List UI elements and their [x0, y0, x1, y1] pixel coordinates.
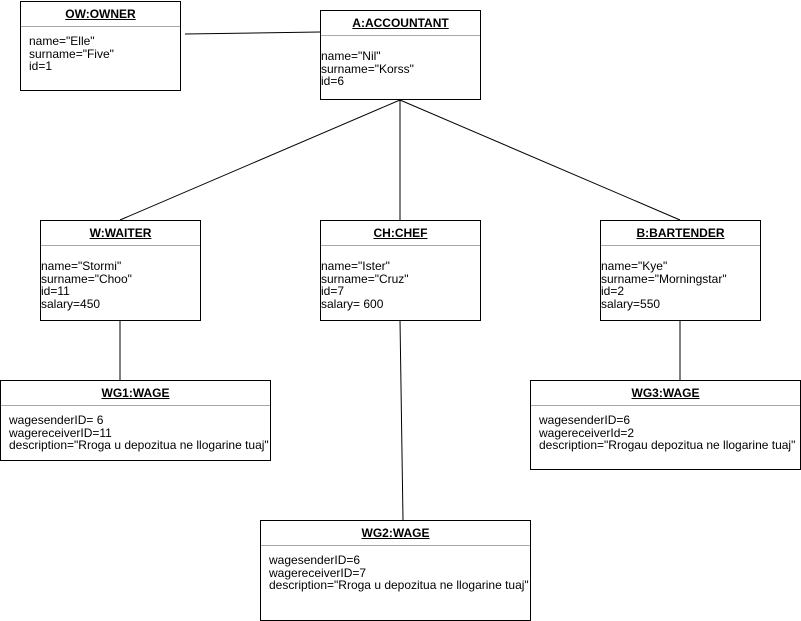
object-title: OW:OWNER [21, 2, 180, 27]
object-title: CH:CHEF [321, 221, 480, 246]
link-owner-accountant [184, 31, 321, 35]
attribute-line: surname="Morningstar" [601, 271, 727, 286]
attribute-line: name="Nil" [321, 49, 381, 63]
object-title: A:ACCOUNTANT [321, 11, 480, 36]
object-title: WG3:WAGE [531, 381, 800, 406]
attribute-line: wagesenderID=6 [539, 413, 631, 427]
link-accountant-bartender [399, 99, 681, 221]
attribute-line: wagereceiverID=11 [9, 425, 112, 440]
attribute-line: description="Rroga u depozitua ne llogar… [9, 438, 269, 452]
link-chef-wage2 [399, 319, 404, 521]
link-accountant-waiter [119, 99, 401, 221]
attribute-line: description="Rrogau depozitua ne llogari… [539, 438, 796, 452]
object-title: B:BARTENDER [601, 221, 760, 246]
attribute-line: id=2 [601, 284, 625, 298]
accountant-object[interactable]: A:ACCOUNTANT name="Nil"surname="Korss"id… [320, 10, 481, 100]
attribute-line: wagesenderID= 6 [9, 413, 104, 427]
attribute-line: surname="Cruz" [321, 271, 409, 286]
attribute-line: id=7 [321, 284, 345, 298]
attribute-list: name="Elle"surname="Five"id=1 [21, 27, 180, 73]
attribute-line: id=1 [29, 59, 53, 73]
bartender-object[interactable]: B:BARTENDER name="Kye"surname="Morningst… [600, 220, 761, 321]
object-title: WG1:WAGE [1, 381, 270, 406]
attribute-line: surname="Korss" [321, 61, 414, 76]
attribute-line: surname="Five" [29, 46, 114, 61]
owner-object[interactable]: OW:OWNER name="Elle"surname="Five"id=1 [20, 1, 181, 91]
attribute-line: salary=550 [601, 296, 661, 311]
attribute-line: surname="Choo" [41, 271, 132, 286]
object-title: W:WAITER [41, 221, 200, 246]
attribute-line: name="Stormi" [41, 259, 122, 273]
attribute-line: name="Ister" [321, 259, 390, 273]
waiter-object[interactable]: W:WAITER name="Stormi"surname="Choo"id=1… [40, 220, 201, 321]
attribute-list: name="Nil"surname="Korss"id=6 [321, 36, 480, 88]
object-title: WG2:WAGE [261, 521, 530, 546]
attribute-line: salary= 600 [321, 296, 384, 311]
attribute-line: salary=450 [41, 296, 101, 311]
attribute-line: id=11 [41, 284, 70, 298]
attribute-line: wagereceiverID=7 [269, 565, 367, 580]
attribute-line: name="Kye" [601, 259, 668, 273]
attribute-line: description="Rroga u depozitua ne llogar… [269, 578, 529, 592]
attribute-line: name="Elle" [29, 34, 95, 48]
attribute-line: id=6 [321, 74, 345, 88]
attribute-line: wagesenderID=6 [269, 553, 361, 567]
attribute-line: wagereceiverId=2 [539, 425, 635, 440]
